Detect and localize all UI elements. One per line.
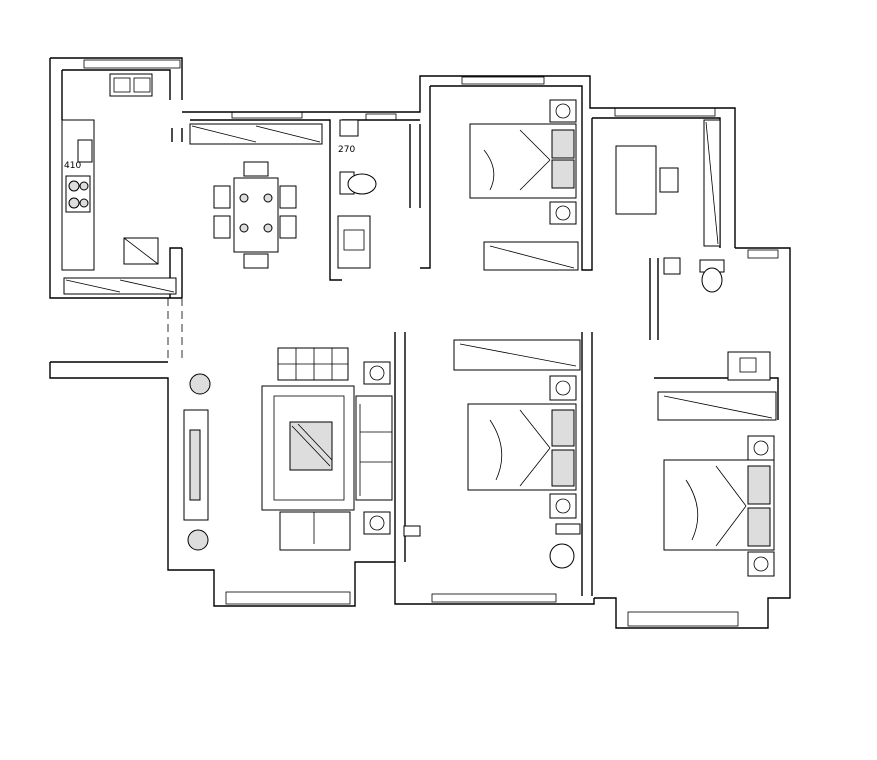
plant-icon <box>187 529 209 551</box>
washbasin-icon <box>727 351 771 381</box>
kitchen-dimension: 410 <box>64 161 81 171</box>
stove-icon <box>65 175 91 213</box>
master-bedroom <box>657 391 777 577</box>
exterior-walls <box>49 57 791 629</box>
bedroom-1 <box>469 99 579 271</box>
door-marker <box>555 523 581 535</box>
fridge-icon <box>123 237 159 265</box>
sink-icon <box>109 73 153 97</box>
door-marker <box>403 525 421 537</box>
coffee-table <box>261 385 355 511</box>
bedroom-2 <box>453 339 581 569</box>
bathroom-dimension: 270 <box>338 145 355 155</box>
toilet-icon <box>699 259 725 293</box>
desk-icon <box>615 145 657 215</box>
washbasin-icon <box>337 215 371 269</box>
plant-icon <box>189 373 211 395</box>
bathroom-1: 270 <box>337 119 377 269</box>
bathroom-2 <box>663 257 771 381</box>
chair-icon <box>659 167 679 193</box>
dining-table <box>189 123 323 269</box>
living-room <box>183 347 393 551</box>
sofa-icon <box>277 347 393 551</box>
study <box>615 119 721 247</box>
lamp-icon <box>549 543 575 569</box>
toilet-icon <box>339 171 377 195</box>
kitchen: 410 <box>61 73 177 295</box>
